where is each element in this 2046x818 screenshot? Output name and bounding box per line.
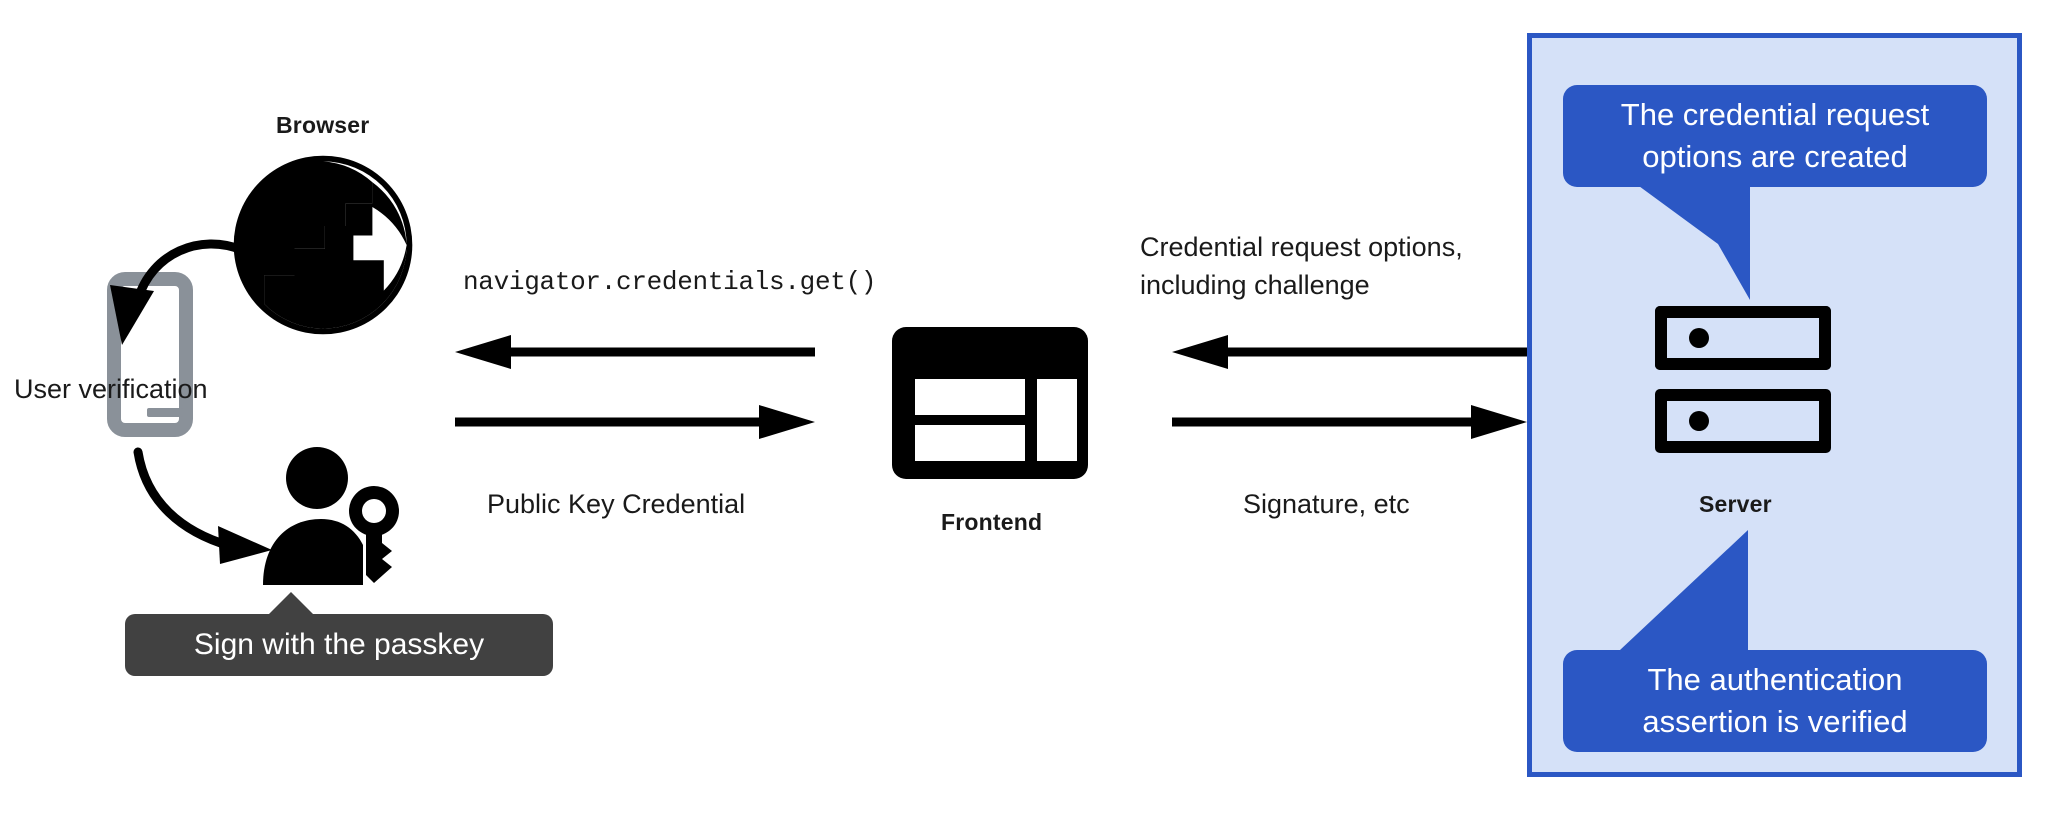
arrow-phone-to-user-icon: [133, 447, 272, 564]
user-verification-label: User verification: [14, 374, 208, 404]
arrow-right-top-icon: [1172, 335, 1527, 369]
frontend-pane-top-left: [915, 379, 1025, 415]
flow-left-bottom-label: Public Key Credential: [487, 489, 746, 519]
frontend-pane-bottom-left: [915, 425, 1025, 461]
smartphone-speaker: [147, 408, 183, 417]
arrow-browser-to-phone-icon: [110, 239, 247, 345]
server-led-2: [1689, 411, 1709, 431]
arrow-left-bottom-icon: [455, 405, 815, 439]
tooltip-text: Sign with the passkey: [193, 628, 485, 661]
flow-right-bottom-label: Signature, etc: [1243, 489, 1410, 519]
browser-label: Browser: [276, 112, 370, 138]
callout-bottom-tail: [1620, 530, 1748, 650]
callout-top-tail: [1628, 178, 1750, 300]
globe-icon: [233, 155, 413, 335]
person-with-key-icon: [263, 447, 399, 585]
server-label: Server: [1699, 491, 1772, 517]
callout-authentication-assertion: The authentication assertion is verified: [1563, 650, 1987, 752]
callout-credential-request-options: The credential request options are creat…: [1563, 85, 1987, 187]
server-rack-unit-2: [1655, 389, 1831, 453]
frontend-icon: [892, 327, 1088, 479]
tooltip-tail: [265, 592, 317, 618]
callout-top-text: The credential request options are creat…: [1620, 97, 1930, 174]
callout-bottom-text: The authentication assertion is verified: [1642, 662, 1908, 739]
frontend-label: Frontend: [941, 509, 1043, 535]
flow-right-top-label-line1: Credential request options,: [1140, 232, 1463, 262]
arrow-left-top-icon: [455, 335, 815, 369]
server-rack-unit-1: [1655, 306, 1831, 370]
tooltip-sign-with-passkey: Sign with the passkey: [125, 614, 553, 676]
server-led-1: [1689, 328, 1709, 348]
flow-right-top-label-line2: including challenge: [1140, 270, 1370, 300]
arrow-right-bottom-icon: [1172, 405, 1527, 439]
flow-left-top-label: navigator.credentials.get(): [463, 267, 877, 297]
frontend-pane-right: [1037, 379, 1077, 461]
